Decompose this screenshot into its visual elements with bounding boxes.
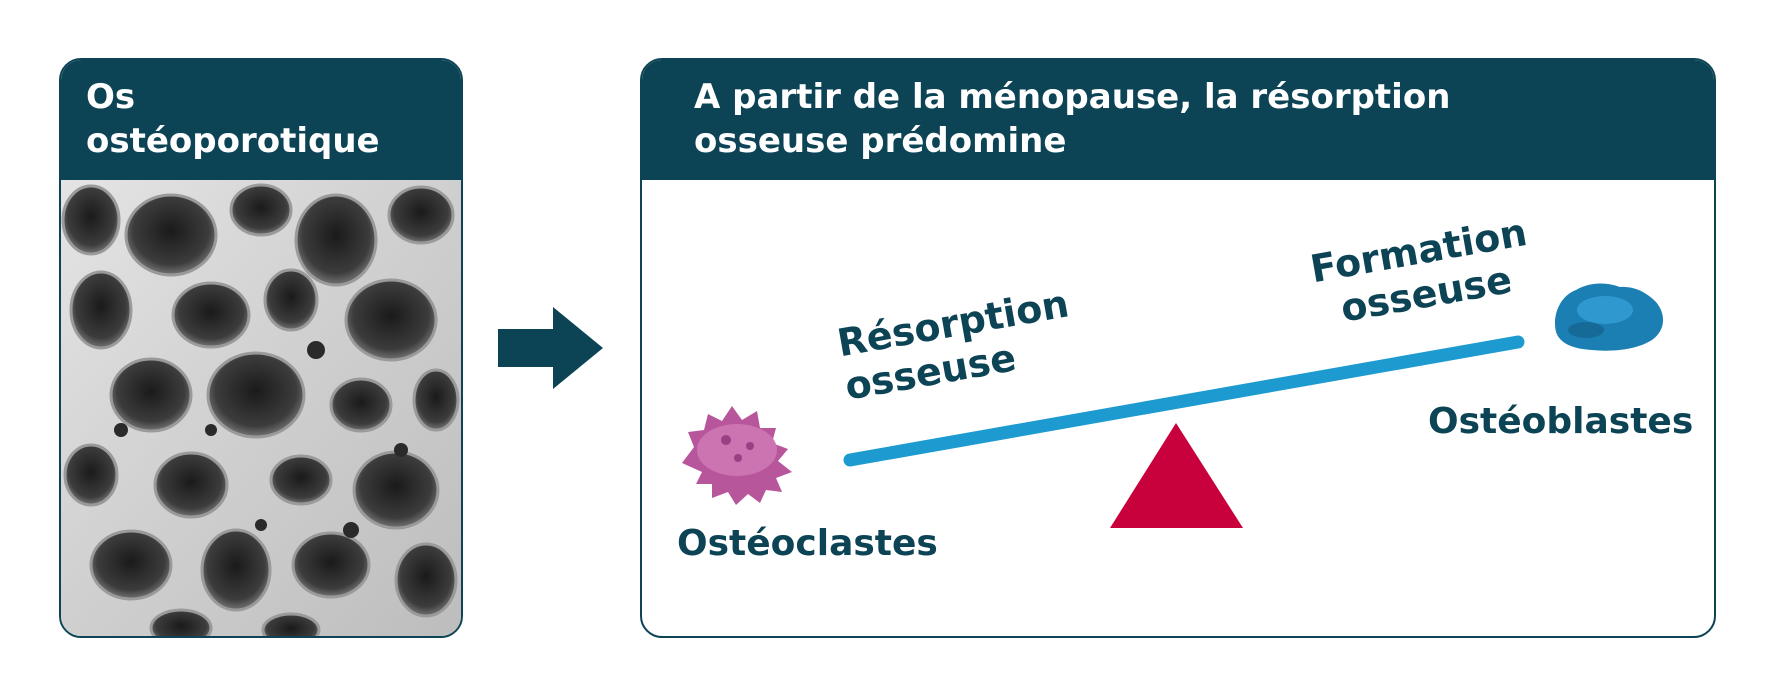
- left-panel-title: Os ostéoporotique: [61, 60, 461, 180]
- osteoporotic-bone-image: [61, 180, 461, 636]
- right-arrow-icon: [498, 307, 603, 389]
- right-panel-title: A partir de la ménopause, la résorption …: [642, 60, 1714, 180]
- osteoporotic-bone-panel: Os ostéoporotique: [59, 58, 463, 638]
- osteoclast-label: Ostéoclastes: [677, 523, 938, 564]
- osteoblast-cell-icon: [1554, 283, 1664, 351]
- osteoblast-label: Ostéoblastes: [1428, 401, 1694, 442]
- osteoclast-cell-icon: [682, 406, 792, 505]
- fulcrum-triangle: [1110, 423, 1243, 528]
- menopause-balance-panel: A partir de la ménopause, la résorption …: [640, 58, 1716, 638]
- balance-lever: [843, 335, 1525, 467]
